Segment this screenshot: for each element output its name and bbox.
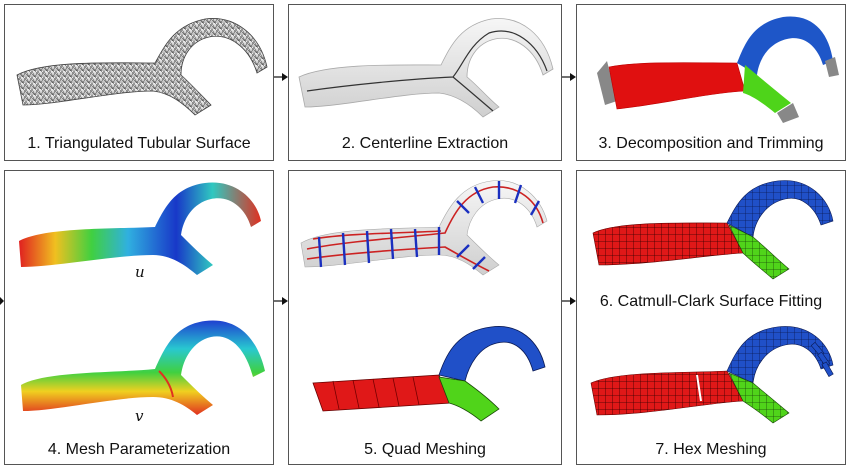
quad-red-lines — [306, 186, 544, 272]
upper-branch-segment — [737, 16, 833, 75]
arrow-2-to-3 — [562, 73, 576, 81]
quad-trunk-edges — [332, 376, 420, 410]
arrow-1-to-2 — [274, 73, 288, 81]
quad-lower-branch — [438, 376, 500, 422]
trimmed-end-left — [597, 61, 617, 105]
fitted-upper-branch — [726, 180, 834, 238]
surface-fitting-figure — [590, 180, 834, 424]
hex-trunk — [590, 370, 744, 416]
hex-lower-branch — [728, 372, 790, 424]
arrow-5-to-6 — [562, 297, 576, 305]
caption-panel-3: 3. Decomposition and Trimming — [598, 135, 824, 152]
caption-panel-7: 7. Hex Meshing — [655, 441, 767, 458]
panel-catmull-clark-and-hex: 6. Catmull-Clark Surface Fitting 7. Hex … — [576, 170, 846, 465]
caption-panel-4: 4. Mesh Parameterization — [47, 441, 231, 458]
quad-blue-lines — [317, 181, 541, 270]
u-parameter-surface — [19, 182, 261, 275]
decomposition-figure — [597, 16, 839, 123]
centerline-lower — [452, 76, 494, 112]
hex-cut-line — [696, 374, 702, 402]
caption-panel-1: 1. Triangulated Tubular Surface — [27, 135, 251, 152]
trimmed-end-lower — [777, 103, 799, 123]
arrow-3-to-4 — [0, 297, 4, 305]
parameterization-figure — [19, 182, 265, 415]
v-label: v — [135, 407, 144, 425]
u-label: u — [135, 263, 145, 281]
hex-upper-branch — [726, 326, 834, 384]
lower-branch-segment — [743, 65, 791, 113]
fitted-lower-branch — [728, 224, 790, 280]
panel-centerline: 2. Centerline Extraction — [288, 4, 562, 161]
trimmed-end-upper — [825, 57, 839, 77]
v-seam — [158, 370, 174, 398]
centerline-figure — [298, 18, 554, 118]
fitted-trunk — [592, 222, 744, 266]
smooth-surface — [298, 18, 554, 118]
triangulated-mesh — [16, 18, 268, 116]
v-parameter-surface — [21, 320, 265, 415]
hex-exploded-layers — [810, 341, 834, 377]
arrow-4-to-5 — [274, 297, 288, 305]
tubular-surface-figure — [16, 18, 268, 116]
trunk-segment — [608, 62, 746, 110]
caption-panel-2: 2. Centerline Extraction — [341, 135, 509, 152]
quad-trunk — [312, 374, 452, 412]
caption-panel-6: 6. Catmull-Clark Surface Fitting — [599, 293, 823, 310]
quad-layout-surface — [300, 180, 548, 276]
caption-panel-5: 5. Quad Meshing — [364, 441, 486, 458]
panel-mesh-parameterization: u v 4. Mesh Parameterization — [4, 170, 274, 465]
quad-upper-branch — [438, 326, 546, 382]
panel-decomposition: 3. Decomposition and Trimming — [576, 4, 846, 161]
quad-meshing-figure — [300, 180, 548, 422]
centerline-upper — [306, 30, 548, 92]
panel-triangulated-surface: 1. Triangulated Tubular Surface — [4, 4, 274, 161]
panel-quad-meshing: 5. Quad Meshing — [288, 170, 562, 465]
